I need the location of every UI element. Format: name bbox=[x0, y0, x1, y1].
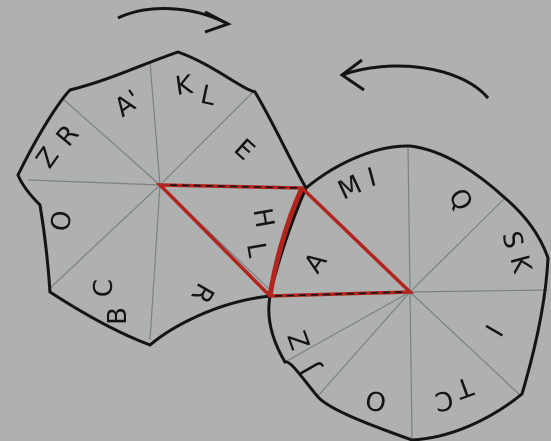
left-label-b: B bbox=[103, 307, 133, 325]
left-label-c: C bbox=[89, 279, 119, 297]
